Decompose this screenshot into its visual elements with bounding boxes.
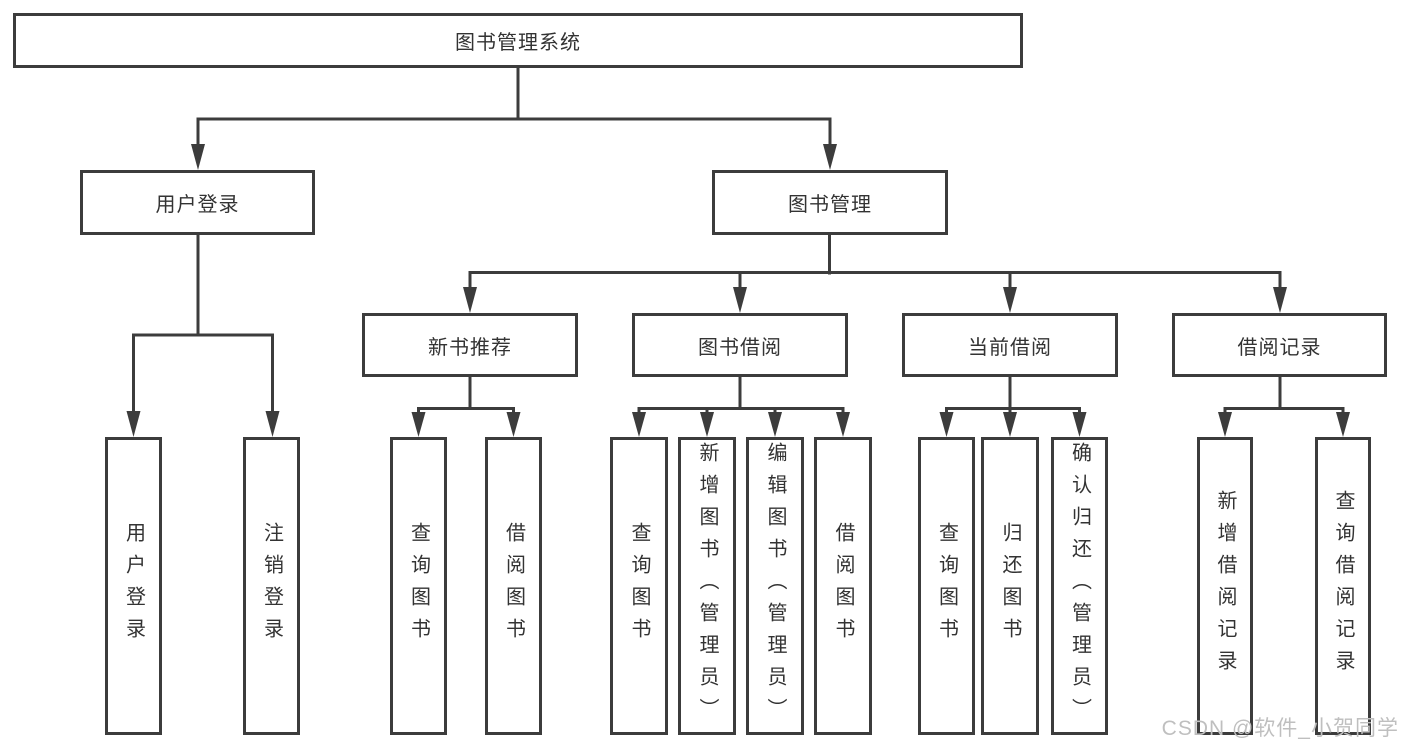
arrowhead-icon xyxy=(733,287,747,313)
leaf-borrow-book-recommend: 借阅图书 xyxy=(485,437,542,735)
node-label: 借阅图书 xyxy=(832,522,854,650)
connector-line xyxy=(132,333,274,413)
arrowhead-icon xyxy=(1003,412,1017,437)
node-label: 查询图书 xyxy=(628,522,650,650)
node-label: 确认归还（管理员） xyxy=(1068,442,1091,730)
arrowhead-icon xyxy=(939,412,954,437)
node-label: 编辑图书（管理员） xyxy=(764,442,786,730)
node-library-management-system: 图书管理系统 xyxy=(13,13,1023,68)
arrowhead-icon xyxy=(836,412,850,437)
arrowhead-icon xyxy=(1336,412,1350,437)
node-label: 图书管理系统 xyxy=(455,32,581,54)
connector-line xyxy=(468,377,1282,410)
node-label: 查询图书 xyxy=(407,522,430,650)
arrowhead-icon xyxy=(506,412,521,437)
leaf-query-book-borrow: 查询图书 xyxy=(610,437,668,735)
connector-line xyxy=(637,407,845,414)
node-label: 当前借阅 xyxy=(968,336,1052,359)
arrowhead-icon xyxy=(411,412,426,437)
node-user-login: 用户登录 xyxy=(80,170,315,235)
connector-line xyxy=(417,407,515,414)
node-label: 用户登录 xyxy=(122,522,145,650)
arrowhead-icon xyxy=(823,144,837,170)
node-label: 查询借阅记录 xyxy=(1332,490,1354,682)
leaf-user-login: 用户登录 xyxy=(105,437,162,735)
leaf-add-book-admin: 新增图书（管理员） xyxy=(678,437,736,735)
node-current-borrow: 当前借阅 xyxy=(902,313,1118,377)
arrowhead-icon xyxy=(265,411,280,437)
arrowhead-icon xyxy=(700,412,714,437)
node-label: 借阅记录 xyxy=(1237,336,1322,359)
leaf-query-book-recommend: 查询图书 xyxy=(390,437,447,735)
node-label: 图书借阅 xyxy=(698,336,782,359)
arrowhead-icon xyxy=(191,144,205,170)
arrowhead-icon xyxy=(632,412,646,437)
node-book-management: 图书管理 xyxy=(712,170,948,235)
leaf-query-borrow-record: 查询借阅记录 xyxy=(1315,437,1371,735)
node-label: 新增图书（管理员） xyxy=(696,442,718,730)
leaf-add-borrow-record: 新增借阅记录 xyxy=(1197,437,1253,735)
arrowhead-icon xyxy=(1273,287,1287,313)
node-label: 新书推荐 xyxy=(428,336,512,359)
node-label: 新增借阅记录 xyxy=(1214,490,1236,682)
leaf-edit-book-admin: 编辑图书（管理员） xyxy=(746,437,804,735)
node-label: 注销登录 xyxy=(260,522,283,650)
node-label: 归还图书 xyxy=(999,522,1021,650)
arrowhead-icon xyxy=(1072,412,1087,437)
node-label: 借阅图书 xyxy=(502,522,525,650)
csdn-watermark: CSDN @软件_小贺同学 xyxy=(1161,717,1399,740)
arrowhead-icon xyxy=(1218,412,1232,437)
connector-line xyxy=(196,117,832,146)
arrowhead-icon xyxy=(1003,287,1017,313)
connector-line xyxy=(1223,407,1345,414)
node-new-book-recommend: 新书推荐 xyxy=(362,313,578,377)
node-label: 用户登录 xyxy=(155,194,240,216)
arrowhead-icon xyxy=(768,412,782,437)
node-book-borrow: 图书借阅 xyxy=(632,313,848,377)
leaf-query-book-current: 查询图书 xyxy=(918,437,975,735)
leaf-return-book: 归还图书 xyxy=(981,437,1039,735)
leaf-confirm-return-admin: 确认归还（管理员） xyxy=(1051,437,1108,735)
arrowhead-icon xyxy=(463,287,477,313)
connector-line xyxy=(468,271,1282,289)
arrowhead-icon xyxy=(126,411,141,437)
node-label: 查询图书 xyxy=(935,522,958,650)
node-borrow-record: 借阅记录 xyxy=(1172,313,1387,377)
leaf-logout: 注销登录 xyxy=(243,437,300,735)
leaf-borrow-book: 借阅图书 xyxy=(814,437,872,735)
node-label: 图书管理 xyxy=(788,194,872,216)
